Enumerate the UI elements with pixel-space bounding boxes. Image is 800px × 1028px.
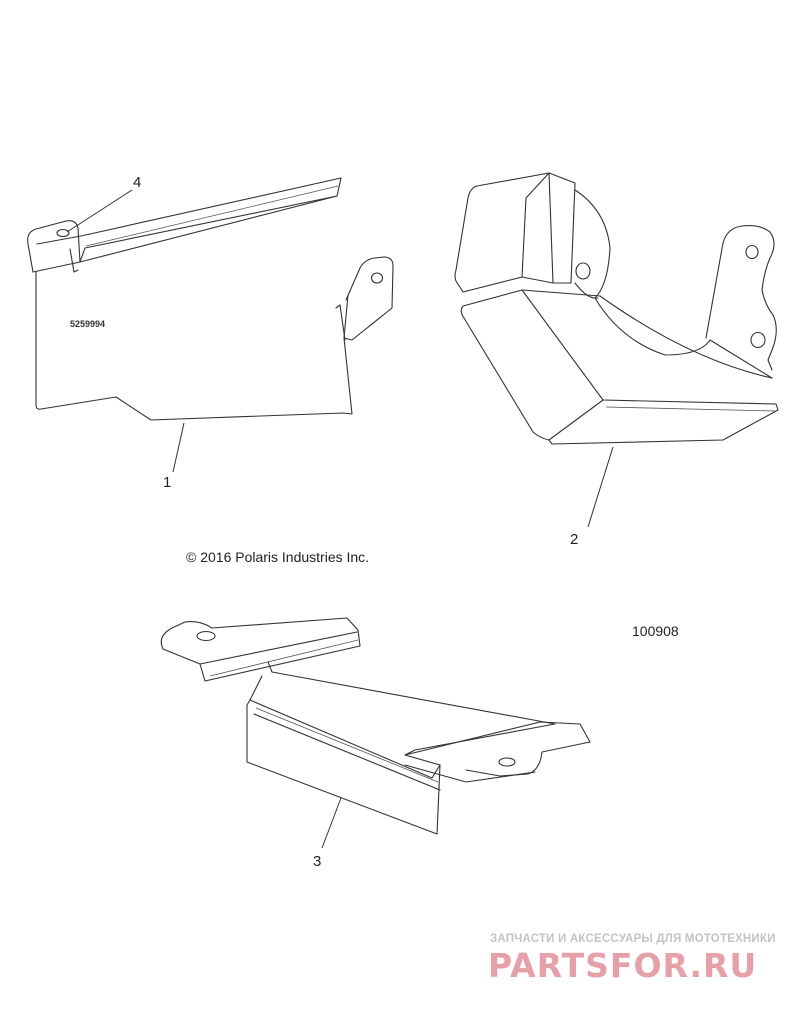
watermark-brand: PARTSFOR.RU xyxy=(488,946,758,985)
part-3-heat-shield xyxy=(160,617,591,835)
callout-2: 2 xyxy=(570,531,578,548)
callout-1: 1 xyxy=(163,474,171,491)
copyright-notice: © 2016 Polaris Industries Inc. xyxy=(186,549,370,565)
callout-4: 4 xyxy=(133,174,141,191)
leader-lines xyxy=(66,189,614,849)
watermark-tagline: ЗАПЧАСТИ И АКСЕССУАРЫ ДЛЯ МОТОТЕХНИКИ xyxy=(490,933,776,945)
part-number-label: 5259994 xyxy=(70,319,105,329)
part-1-heat-shield: 5259994 xyxy=(27,177,394,421)
drawing-number: 100908 xyxy=(632,623,679,639)
part-2-heat-shield xyxy=(454,172,779,445)
callout-3: 3 xyxy=(313,853,321,870)
